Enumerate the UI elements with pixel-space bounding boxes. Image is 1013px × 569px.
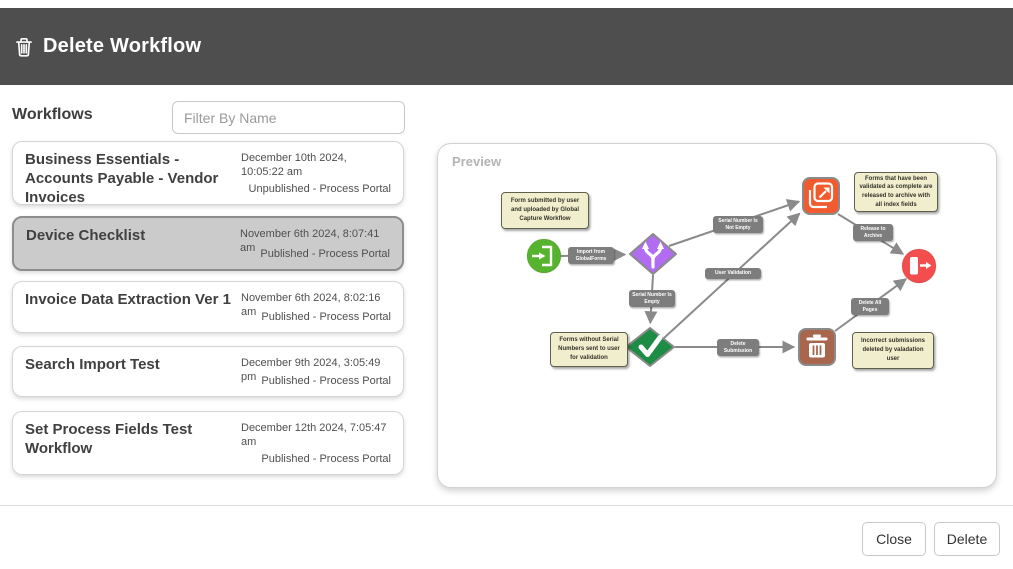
import-node: [526, 238, 562, 274]
footer-divider: [0, 505, 1013, 506]
filter-by-name-input[interactable]: [172, 101, 405, 134]
edge-label: Serial Number Is Not Empty: [713, 216, 763, 233]
workflow-date: December 10th 2024, 10:05:22 am: [241, 152, 347, 179]
annotation-note: Forms without Serial Numbers sent to use…: [550, 332, 628, 367]
dialog-title: Delete Workflow: [43, 35, 202, 57]
branch-icon: [642, 241, 664, 269]
workflow-meta: December 10th 2024, 10:05:22 am Unpublis…: [241, 151, 391, 195]
workflow-status: Published - Process Portal: [261, 453, 391, 465]
check-icon: [638, 335, 663, 357]
workflow-date: December 9th 2024, 3:05:49 pm: [241, 357, 381, 384]
workflows-heading: Workflows: [12, 106, 93, 123]
import-icon: [532, 245, 553, 267]
edge-label: Release to Archive: [853, 224, 893, 241]
close-button[interactable]: Close: [862, 522, 926, 556]
exit-icon: [910, 257, 932, 275]
workflow-list-item-selected[interactable]: Device Checklist November 6th 2024, 8:07…: [12, 216, 404, 271]
workflow-list-item[interactable]: Set Process Fields Test Workflow Decembe…: [12, 411, 404, 475]
end-node: [901, 248, 937, 284]
workflow-list-item[interactable]: Invoice Data Extraction Ver 1 November 6…: [12, 281, 404, 333]
workflow-date: November 6th 2024, 8:02:16 am: [241, 292, 381, 319]
workflow-meta: December 12th 2024, 7:05:47 am Published…: [241, 421, 391, 465]
delete-node: [798, 328, 836, 366]
annotation-note: Incorrect submissions deleted by valadat…: [852, 332, 934, 369]
preview-label: Preview: [452, 154, 502, 169]
preview-panel: Preview: [437, 143, 997, 488]
edge-label: Import from GlobalForms: [568, 247, 614, 264]
edge-label: Serial Number Is Empty: [629, 290, 675, 307]
release-node: [802, 177, 840, 215]
trash-icon: [16, 37, 32, 57]
workflow-list-item[interactable]: Business Essentials - Accounts Payable -…: [12, 141, 404, 206]
workflow-name: Device Checklist: [26, 227, 146, 244]
edge-label: Delete Submission: [717, 339, 759, 356]
workflow-name: Set Process Fields Test Workflow: [25, 421, 193, 457]
workflow-date: December 12th 2024, 7:05:47 am: [241, 422, 387, 449]
workflow-name: Search Import Test: [25, 356, 160, 373]
workflow-meta: December 9th 2024, 3:05:49 pm Published …: [241, 356, 391, 387]
annotation-note: Forms that have been validated as comple…: [854, 172, 938, 212]
workflow-meta: November 6th 2024, 8:07:41 am Published …: [240, 227, 390, 260]
annotation-note: Form submitted by user and uploaded by G…: [501, 192, 589, 229]
trash-node-icon: [806, 334, 828, 358]
release-icon: [808, 182, 834, 209]
workflow-list-item[interactable]: Search Import Test December 9th 2024, 3:…: [12, 346, 404, 397]
workflow-date: November 6th 2024, 8:07:41 am: [240, 228, 380, 255]
workflow-status: Published - Process Portal: [260, 248, 390, 260]
edge-label: Delete All Pages: [851, 298, 889, 315]
workflow-status: Published - Process Portal: [261, 311, 391, 323]
delete-button[interactable]: Delete: [934, 522, 1000, 556]
edge-label: User Validation: [705, 268, 761, 279]
validation-node: [625, 327, 675, 367]
workflow-meta: November 6th 2024, 8:02:16 am Published …: [241, 291, 391, 323]
workflow-name: Business Essentials - Accounts Payable -…: [25, 151, 219, 206]
workflow-status: Unpublished - Process Portal: [248, 183, 391, 195]
workflow-name: Invoice Data Extraction Ver 1: [25, 291, 231, 308]
dialog-header: Delete Workflow: [0, 8, 1013, 85]
branch-node: [629, 233, 677, 275]
workflow-status: Published - Process Portal: [261, 375, 391, 387]
